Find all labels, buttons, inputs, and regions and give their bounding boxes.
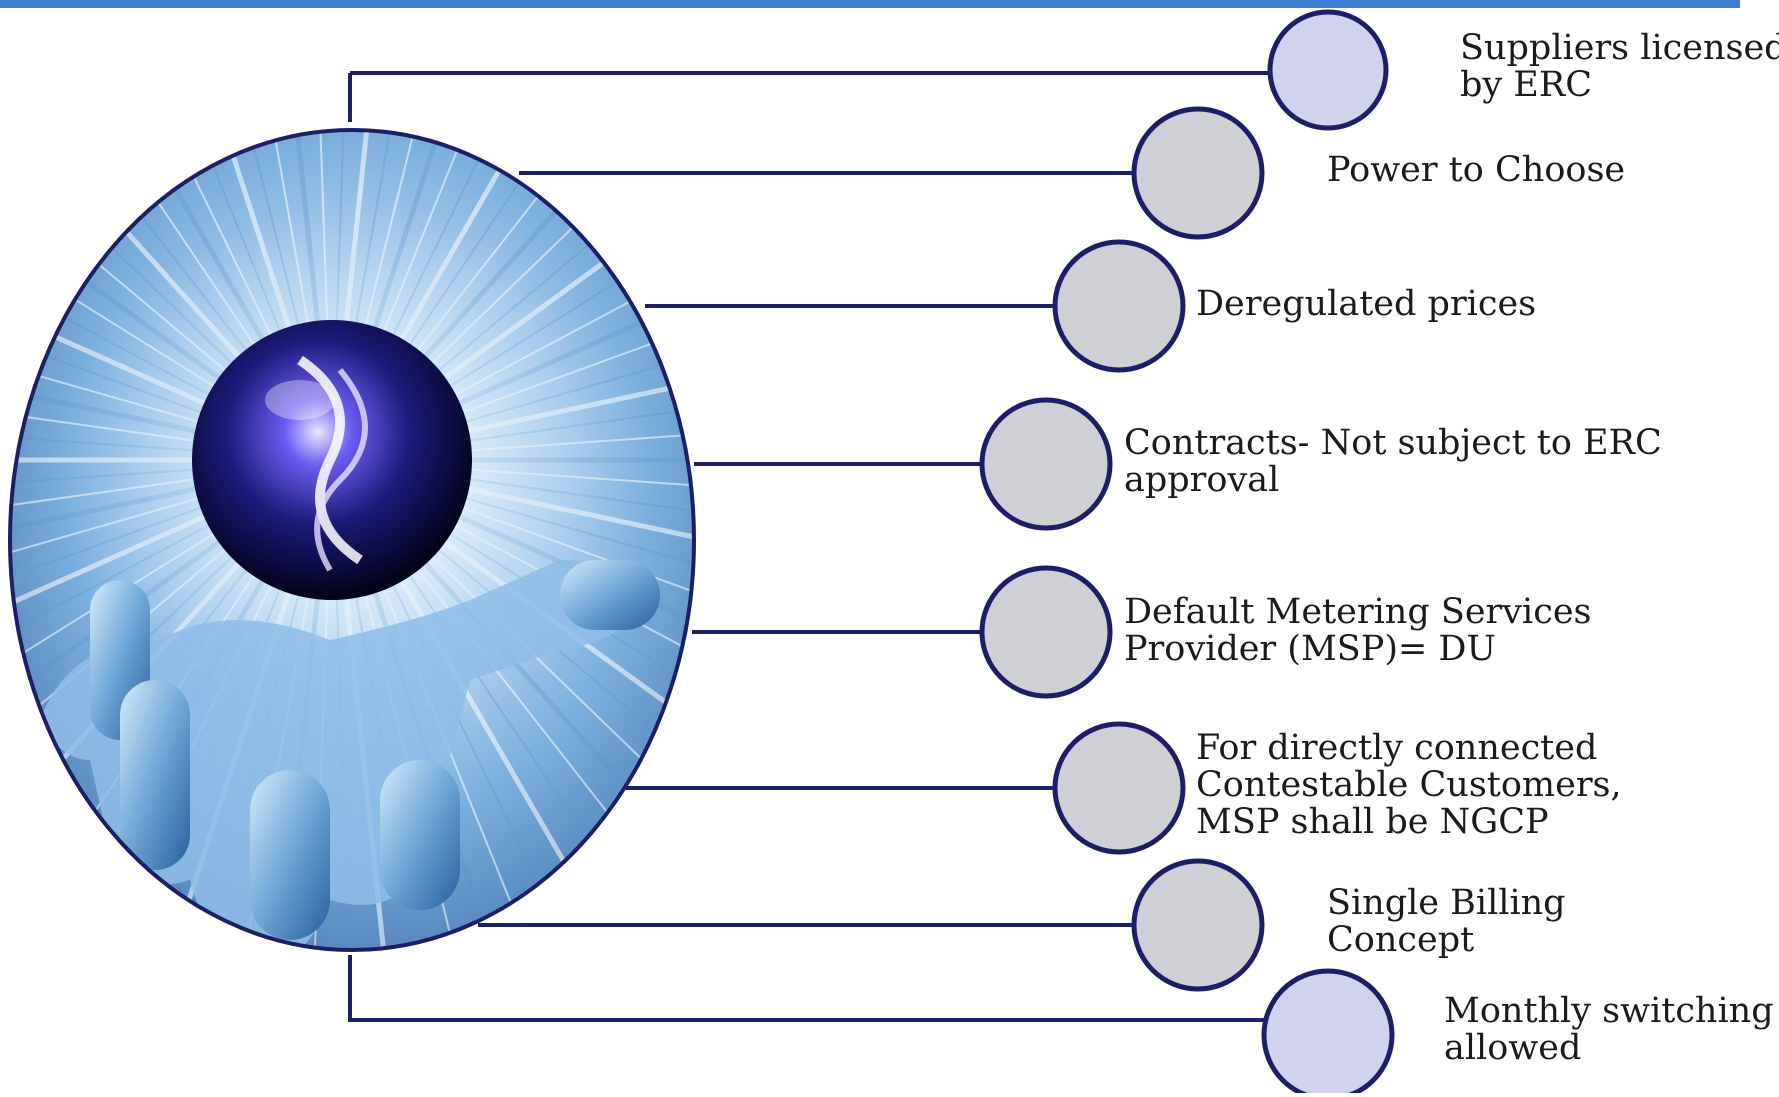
item-label-line: Contracts- Not subject to ERC: [1124, 423, 1662, 463]
item-circle: [1052, 239, 1186, 373]
top-accent-bar: [0, 0, 1740, 8]
item-circle: [979, 565, 1113, 699]
item-circles: [979, 9, 1395, 1097]
item-label-line: Single Billing: [1327, 883, 1566, 923]
item-label-line: Suppliers licensed: [1460, 28, 1779, 68]
item-label-line: Provider (MSP)= DU: [1124, 629, 1496, 669]
item-label-line: MSP shall be NGCP: [1196, 802, 1549, 842]
item-circle: [1131, 858, 1265, 992]
item-label-line: Concept: [1327, 920, 1475, 960]
item-circle: [1261, 968, 1395, 1097]
item-label-line: Contestable Customers,: [1196, 765, 1622, 805]
item-circle: [1267, 9, 1389, 131]
connector-lines: [348, 71, 1270, 1022]
item-label-line: Monthly switching: [1444, 991, 1774, 1031]
item-label-line: For directly connected: [1196, 728, 1598, 768]
item-circle: [1131, 106, 1265, 240]
item-label-line: Default Metering Services: [1124, 592, 1592, 632]
item-label-line: approval: [1124, 460, 1280, 500]
item-label: Power to Choose: [1327, 152, 1625, 189]
item-circle: [979, 397, 1113, 531]
item-label: Deregulated prices: [1196, 286, 1536, 323]
item-label-line: Power to Choose: [1327, 150, 1626, 190]
item-label-line: allowed: [1444, 1028, 1582, 1068]
item-label-line: by ERC: [1460, 65, 1592, 105]
hand-holding-glowing-orb-icon: [8, 128, 696, 952]
item-circle: [1052, 721, 1186, 855]
item-label-line: Deregulated prices: [1196, 284, 1537, 324]
